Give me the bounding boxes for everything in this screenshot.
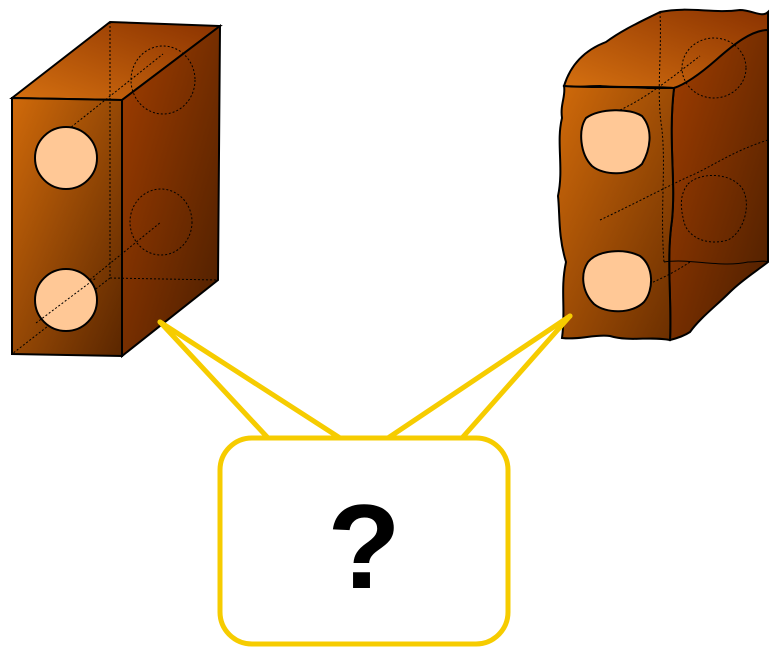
callout-question-mark: ? xyxy=(327,480,400,614)
irregular-block-hole-bottom xyxy=(582,250,652,313)
question-callout: ? xyxy=(217,435,511,647)
irregular-block-hole-top xyxy=(580,109,651,175)
callout-box xyxy=(217,435,511,647)
regular-block xyxy=(9,20,223,359)
regular-block-hole-top xyxy=(34,126,98,190)
callout-pointer-lines xyxy=(157,313,573,441)
irregular-block xyxy=(556,8,769,342)
